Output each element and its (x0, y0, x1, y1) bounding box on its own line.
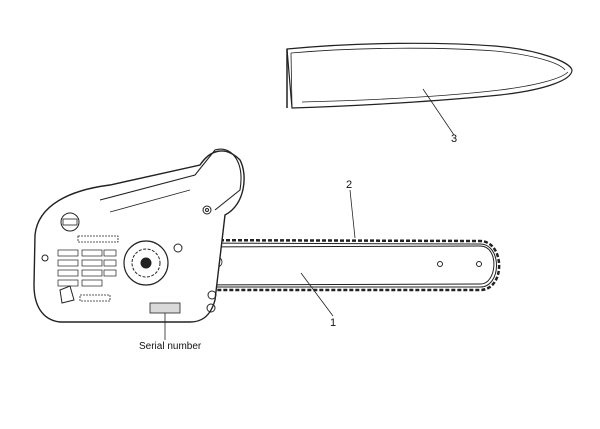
bar-cover (286, 42, 573, 136)
saw-chain (159, 189, 501, 292)
serial-number-label: Serial number (139, 341, 202, 352)
powerhead (33, 148, 245, 340)
callout-2: 2 (346, 179, 353, 191)
callout-1: 1 (330, 317, 337, 329)
callout-3: 3 (451, 133, 458, 145)
